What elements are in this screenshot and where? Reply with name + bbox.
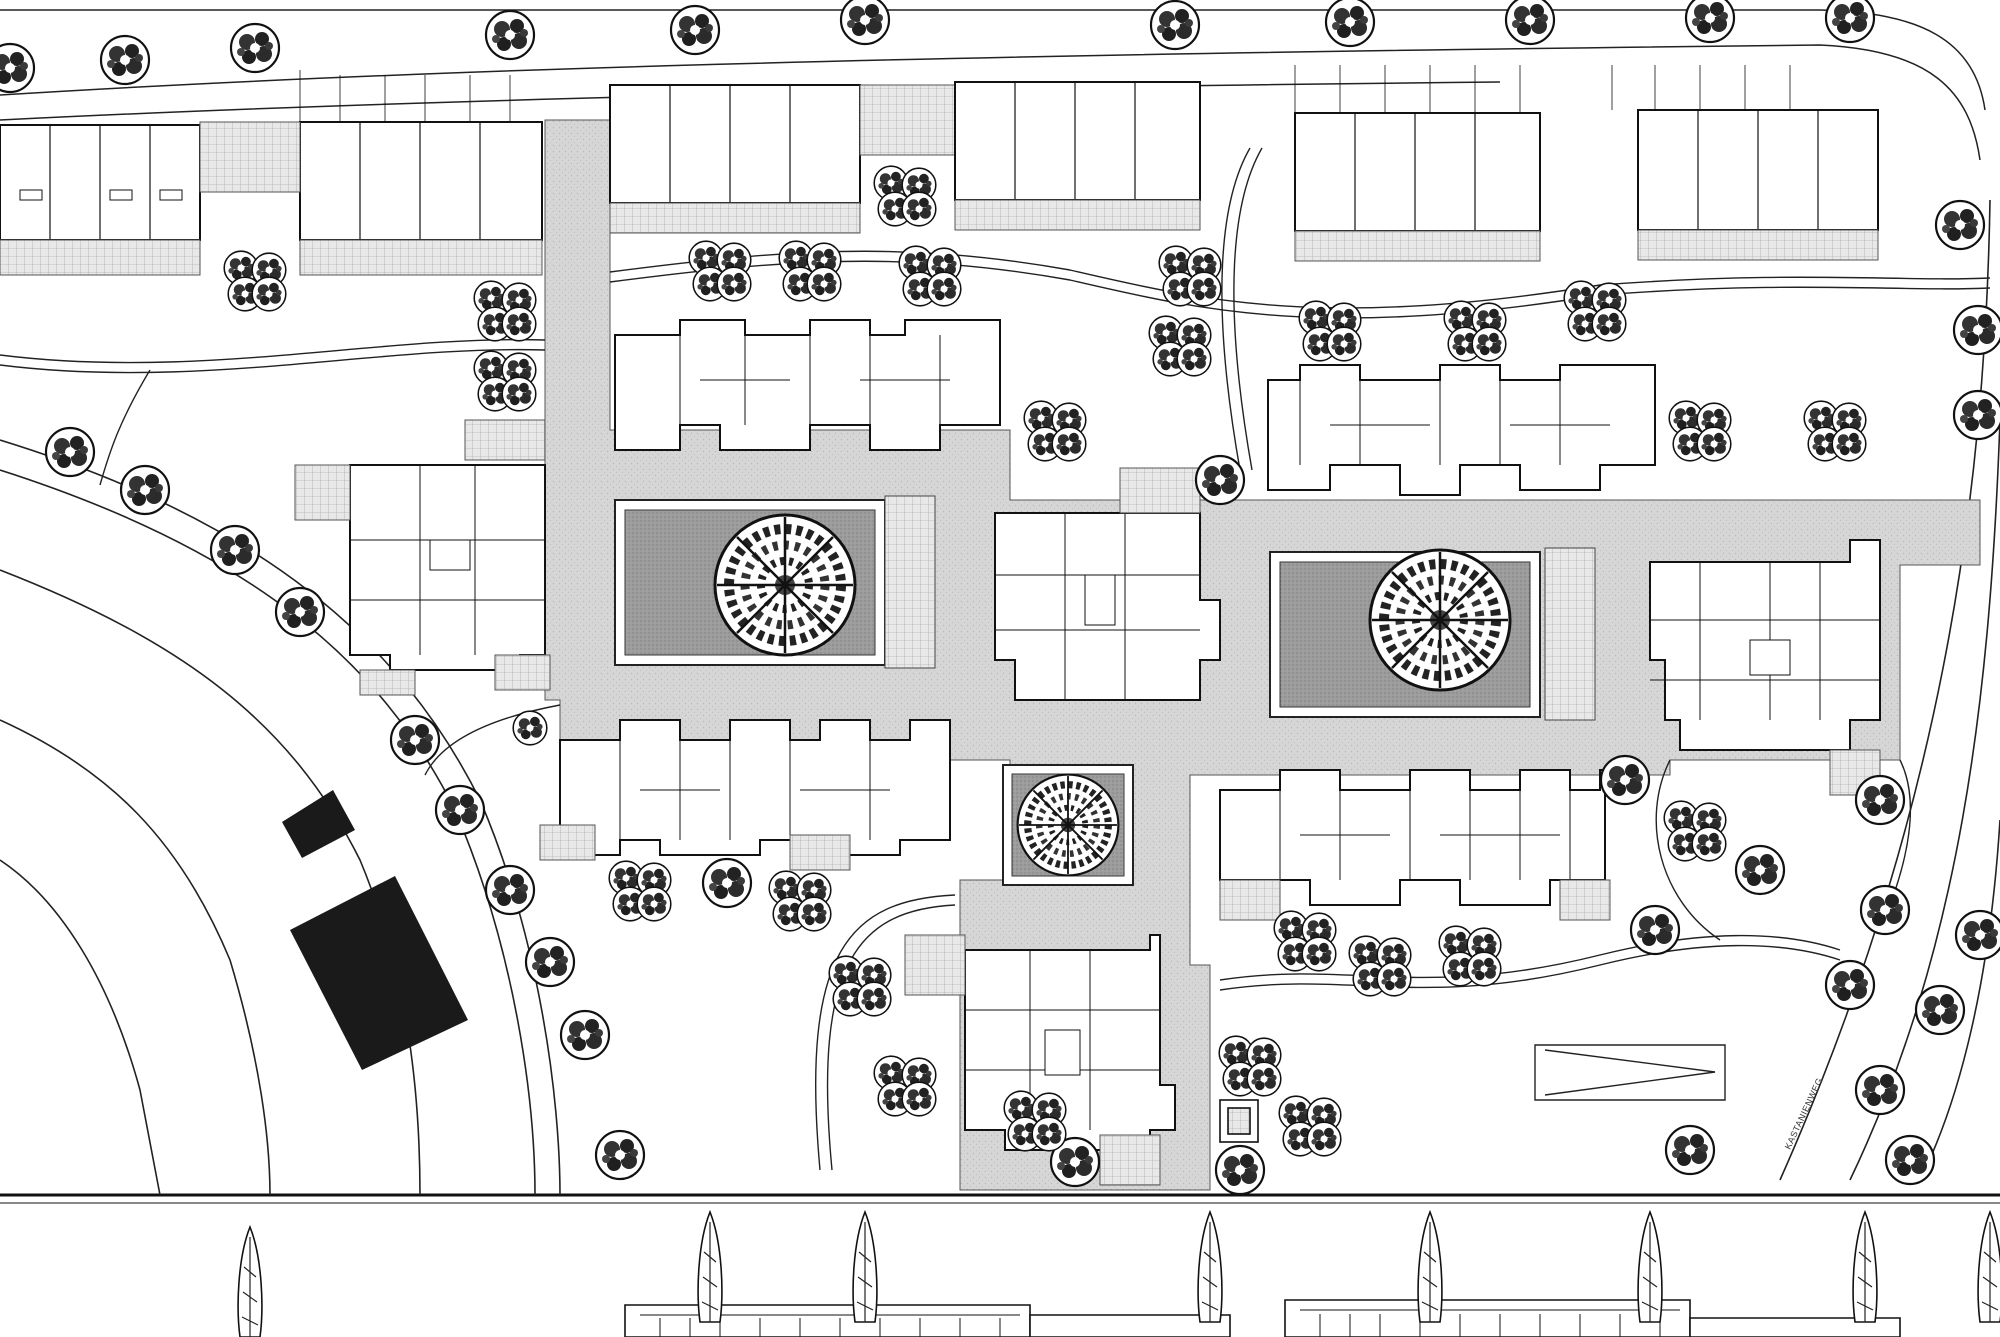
block-center — [994, 467, 1221, 701]
row-houses-top — [0, 65, 1879, 276]
row-house-5 — [1294, 65, 1541, 262]
block-west — [294, 419, 551, 696]
row-house-6 — [1611, 65, 1879, 261]
courtyard-west — [614, 495, 936, 669]
footpaths — [0, 147, 1991, 1171]
solid-block-large — [290, 876, 468, 1070]
site-boundary-bottom — [0, 1193, 2000, 1204]
courtyard-tree-south — [1018, 775, 1119, 876]
row-house-3 — [609, 84, 956, 234]
courtyard-tree-east — [1370, 550, 1510, 690]
row-house-1 — [0, 124, 201, 276]
block-south-west — [539, 719, 951, 871]
block-south-east — [1219, 769, 1611, 921]
apartment-blocks — [294, 319, 1881, 1186]
row-house-2 — [199, 70, 543, 276]
left-curved-road — [0, 439, 561, 1196]
row-house-4 — [954, 81, 1201, 231]
courtyard-south — [1002, 764, 1134, 886]
block-north-east — [1267, 364, 1656, 496]
block-north-west — [614, 319, 1001, 451]
courtyard-east — [1269, 548, 1596, 721]
kiosk — [1219, 1099, 1259, 1143]
elevation-strip — [0, 1205, 2000, 1337]
solid-block-small — [282, 790, 355, 858]
ramp — [1534, 1044, 1726, 1101]
block-east — [1649, 539, 1881, 796]
courtyard-tree-west — [715, 515, 855, 655]
